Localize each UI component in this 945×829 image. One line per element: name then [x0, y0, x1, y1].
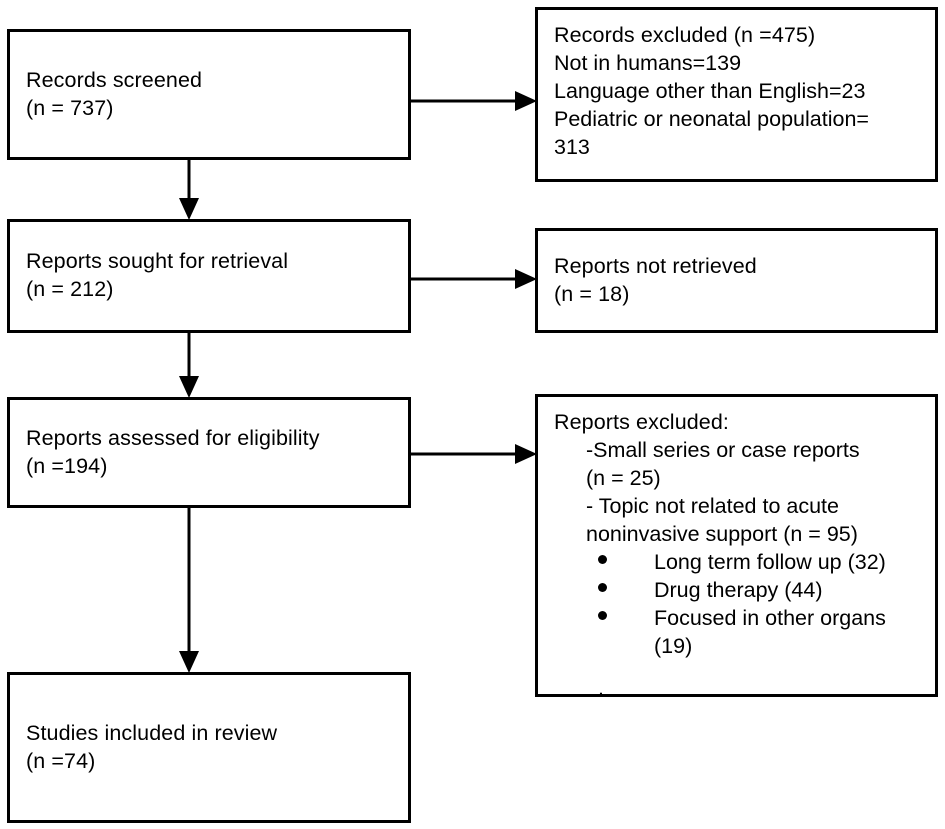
list-item-continuation: (19) — [598, 633, 929, 661]
reports-excluded-header: Reports excluded: — [554, 410, 729, 434]
connector-sought-to-not-retrieved — [411, 266, 537, 292]
reports-sought-count: (n = 212) — [26, 277, 114, 301]
studies-included-title: Studies included in review — [26, 720, 278, 745]
reports-assessed-count: (n =194) — [26, 453, 108, 478]
reports-excluded-reason-1-line-1: -Small series or case reports — [586, 437, 860, 462]
records-excluded-reason-3-cont: 313 — [554, 134, 590, 159]
reports-excluded-reason-2-line-1: - Topic not related to acute — [586, 493, 839, 518]
bullet-label: Focused in other organs — [654, 605, 886, 630]
reports-not-retrieved-title: Reports not retrieved — [554, 253, 757, 278]
reports-excluded-reason-1-line-2: (n = 25) — [586, 465, 661, 490]
node-reports-not-retrieved: Reports not retrieved (n = 18) — [535, 228, 938, 333]
reports-sought-title: Reports sought for retrieval — [26, 249, 289, 274]
list-item: Long term follow up (32) — [598, 549, 929, 577]
node-reports-assessed: Reports assessed for eligibility (n =194… — [7, 397, 411, 508]
bullet-dot-icon — [598, 611, 607, 620]
list-item: Drug therapy (44) — [598, 577, 929, 605]
connector-assessed-to-included — [176, 508, 202, 673]
connector-sought-to-assessed — [176, 333, 202, 398]
reports-not-retrieved-count: (n = 18) — [554, 281, 630, 306]
connector-assessed-to-excluded — [411, 441, 537, 467]
node-studies-included: Studies included in review (n =74) — [7, 672, 411, 823]
bullet-label: Drug therapy (44) — [654, 577, 823, 602]
bullet-label-continuation: (19) — [654, 633, 693, 658]
records-excluded-reason-3: Pediatric or neonatal population= — [554, 106, 869, 131]
bullet-label: Long term follow up (32) — [654, 549, 886, 574]
records-screened-title: Records screened — [26, 67, 203, 92]
records-excluded-reason-1: Not in humans=139 — [554, 50, 742, 75]
bullet-dot-icon — [598, 555, 607, 565]
records-screened-count: (n = 737) — [26, 95, 114, 120]
connector-screened-to-sought — [176, 160, 202, 220]
records-excluded-reason-2: Language other than English=23 — [554, 78, 866, 103]
node-records-screened: Records screened (n = 737) — [7, 29, 411, 160]
reports-excluded-bullet-list: Long term follow up (32) Drug therapy (4… — [538, 549, 935, 661]
node-reports-sought: Reports sought for retrieval (n = 212) — [7, 219, 411, 333]
studies-included-count: (n =74) — [26, 748, 96, 773]
reports-excluded-reason-2-line-2: noninvasive support (n = 95) — [586, 521, 858, 546]
node-records-excluded: Records excluded (n =475) Not in humans=… — [535, 7, 938, 182]
connector-screened-to-excluded — [411, 88, 537, 114]
reports-assessed-title: Reports assessed for eligibility — [26, 425, 320, 450]
reports-excluded-trailing-mark: . — [598, 676, 604, 701]
records-excluded-header: Records excluded (n =475) — [554, 23, 816, 47]
list-item: Focused in other organs — [598, 605, 929, 633]
node-reports-excluded: Reports excluded: -Small series or case … — [535, 394, 938, 701]
bullet-dot-icon — [598, 583, 607, 593]
